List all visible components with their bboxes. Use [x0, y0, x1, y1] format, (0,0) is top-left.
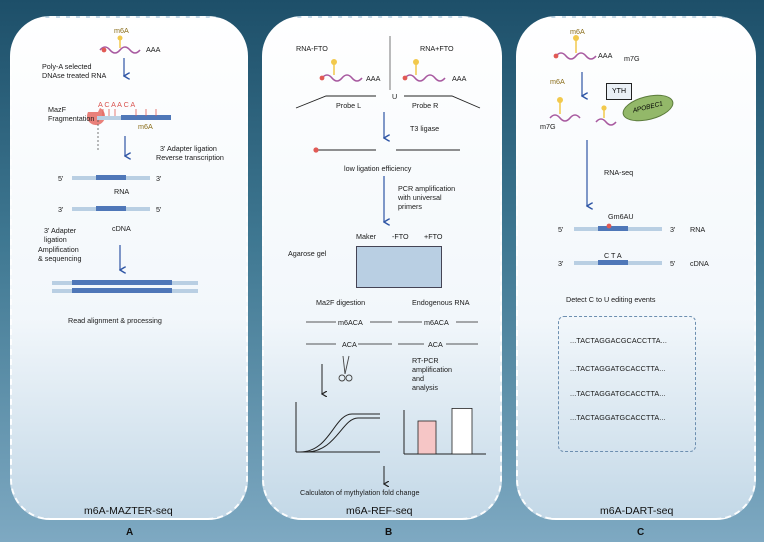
aca-left-label: ACA: [342, 340, 357, 349]
aca-right-label: ACA: [428, 340, 443, 349]
uridine-label: U: [392, 92, 398, 101]
gel-marker-label: Maker: [356, 232, 376, 241]
m7g-label-2: m7G: [540, 122, 556, 131]
pcr-label-2: with universal: [398, 193, 442, 202]
mazf-label: MazF: [48, 105, 66, 114]
gel-plus-fto-label: +FTO: [424, 232, 443, 241]
m7g-cap-label: m7G: [624, 54, 640, 63]
panel-letter-b: B: [385, 527, 393, 538]
panel-b-graphics: [295, 36, 486, 484]
rtpcr-label-3: and: [412, 374, 424, 383]
method-title-c: m6A-DART-seq: [600, 505, 674, 517]
m6a-dot-icon: [117, 35, 123, 41]
mazf-enzyme-icon: [87, 108, 106, 126]
amplification-label: Amplification: [38, 245, 79, 254]
sequence-read: ...TACTAGGATGCACCTTA...: [570, 364, 666, 373]
rna-minus-fto-label: RNA-FTO: [296, 44, 328, 53]
rtpcr-label-2: amplification: [412, 365, 452, 374]
polya-minus-label: AAA: [366, 74, 381, 83]
rna-wave-icon: [99, 46, 141, 54]
rtpcr-label-1: RT-PCR: [412, 356, 439, 365]
panel-a-card: [10, 16, 248, 520]
fold-change-bar: [417, 420, 437, 455]
adapter-ligation-label: 3' Adapter ligation: [160, 144, 217, 153]
dnase-label: DNAse treated RNA: [42, 71, 107, 80]
rna-plus-fto-label: RNA+FTO: [420, 44, 454, 53]
ma2f-digestion-label: Ma2F digestion: [316, 298, 366, 307]
pcr-label-3: primers: [398, 202, 422, 211]
m6aca-right-label: m6ACA: [424, 318, 449, 327]
ligation-label: ligation: [44, 235, 67, 244]
reverse-transcription-label: Reverse transcription: [156, 153, 224, 162]
gel-minus-fto-label: -FTO: [392, 232, 409, 241]
sequence-read: ...TACTAGGATGCACCTTA...: [570, 413, 666, 422]
aca-motif-label: A C A A C A: [98, 100, 136, 109]
read-alignment-label: Read alignment & processing: [68, 316, 162, 325]
m6a-site-label: m6A: [138, 122, 153, 131]
panel-a-graphics: [52, 35, 198, 293]
rna-3prime-label: 3': [156, 174, 162, 183]
agarose-gel-box: [356, 246, 442, 288]
cdna-3prime-label: 3': [58, 205, 64, 214]
rtpcr-label-4: analysis: [412, 383, 438, 392]
yth-domain-box: YTH: [606, 83, 632, 100]
sequencing-label: & sequencing: [38, 254, 82, 263]
t3-ligase-label: T3 ligase: [410, 124, 440, 133]
fold-change-label: Calculaton of mythylation fold change: [300, 488, 420, 497]
method-title-b: m6A-REF-seq: [346, 505, 413, 517]
fold-change-bar: [451, 407, 473, 455]
m6a-mid-label-c: m6A: [550, 77, 565, 86]
sequence-reads-box: [558, 316, 696, 452]
scissors-icon: [338, 355, 353, 382]
method-title-a: m6A-MAZTER-seq: [84, 505, 173, 517]
m6aca-left-label: m6ACA: [338, 318, 363, 327]
probe-r-label: Probe R: [412, 101, 439, 110]
rna-5prime-label-c: 5': [558, 225, 564, 234]
pcr-label-1: PCR amplification: [398, 184, 456, 193]
sequence-read: ...TACTAGGACGCACCTTA...: [570, 336, 667, 345]
cdna-3prime-label-c: 3': [558, 259, 564, 268]
detect-editing-label: Detect C to U editing events: [566, 295, 656, 304]
polya-selected-label: Poly-A selected: [42, 62, 92, 71]
polya-tail-label: AAA: [146, 45, 161, 54]
rna-seq-label: RNA-seq: [604, 168, 634, 177]
low-ligation-label: low ligation efficiency: [344, 164, 412, 173]
adapter2-label: 3' Adapter: [44, 226, 77, 235]
rna-3prime-label-c: 3': [670, 225, 676, 234]
polya-label-c: AAA: [598, 51, 613, 60]
gm6au-label: Gm6AU: [608, 212, 634, 221]
cdna-5prime-label-c: 5': [670, 259, 676, 268]
edit-site-label: C T A: [604, 251, 622, 260]
cdna-5prime-label: 5': [156, 205, 162, 214]
probe-l-label: Probe L: [336, 101, 362, 110]
polya-plus-label: AAA: [452, 74, 467, 83]
rna-5prime-label: 5': [58, 174, 64, 183]
panel-letter-a: A: [126, 527, 134, 538]
fold-change-bars-icon: [403, 407, 486, 455]
cdna-label-c: cDNA: [690, 259, 709, 268]
panel-c-graphics: [549, 35, 662, 265]
sequence-read: ...TACTAGGATGCACCTTA...: [570, 389, 666, 398]
fragmentation-label: Fragmentation: [48, 114, 95, 123]
rna-label-c: RNA: [690, 225, 706, 234]
m6a-label: m6A: [114, 26, 129, 35]
m6a-label-c: m6A: [570, 27, 585, 36]
rna-label: RNA: [114, 187, 130, 196]
amplification-plot-icon: [295, 402, 380, 453]
cdna-label: cDNA: [112, 224, 131, 233]
panel-letter-c: C: [637, 527, 645, 538]
endogenous-rna-label: Endogenous RNA: [412, 298, 470, 307]
agarose-gel-label: Agarose gel: [288, 249, 327, 258]
